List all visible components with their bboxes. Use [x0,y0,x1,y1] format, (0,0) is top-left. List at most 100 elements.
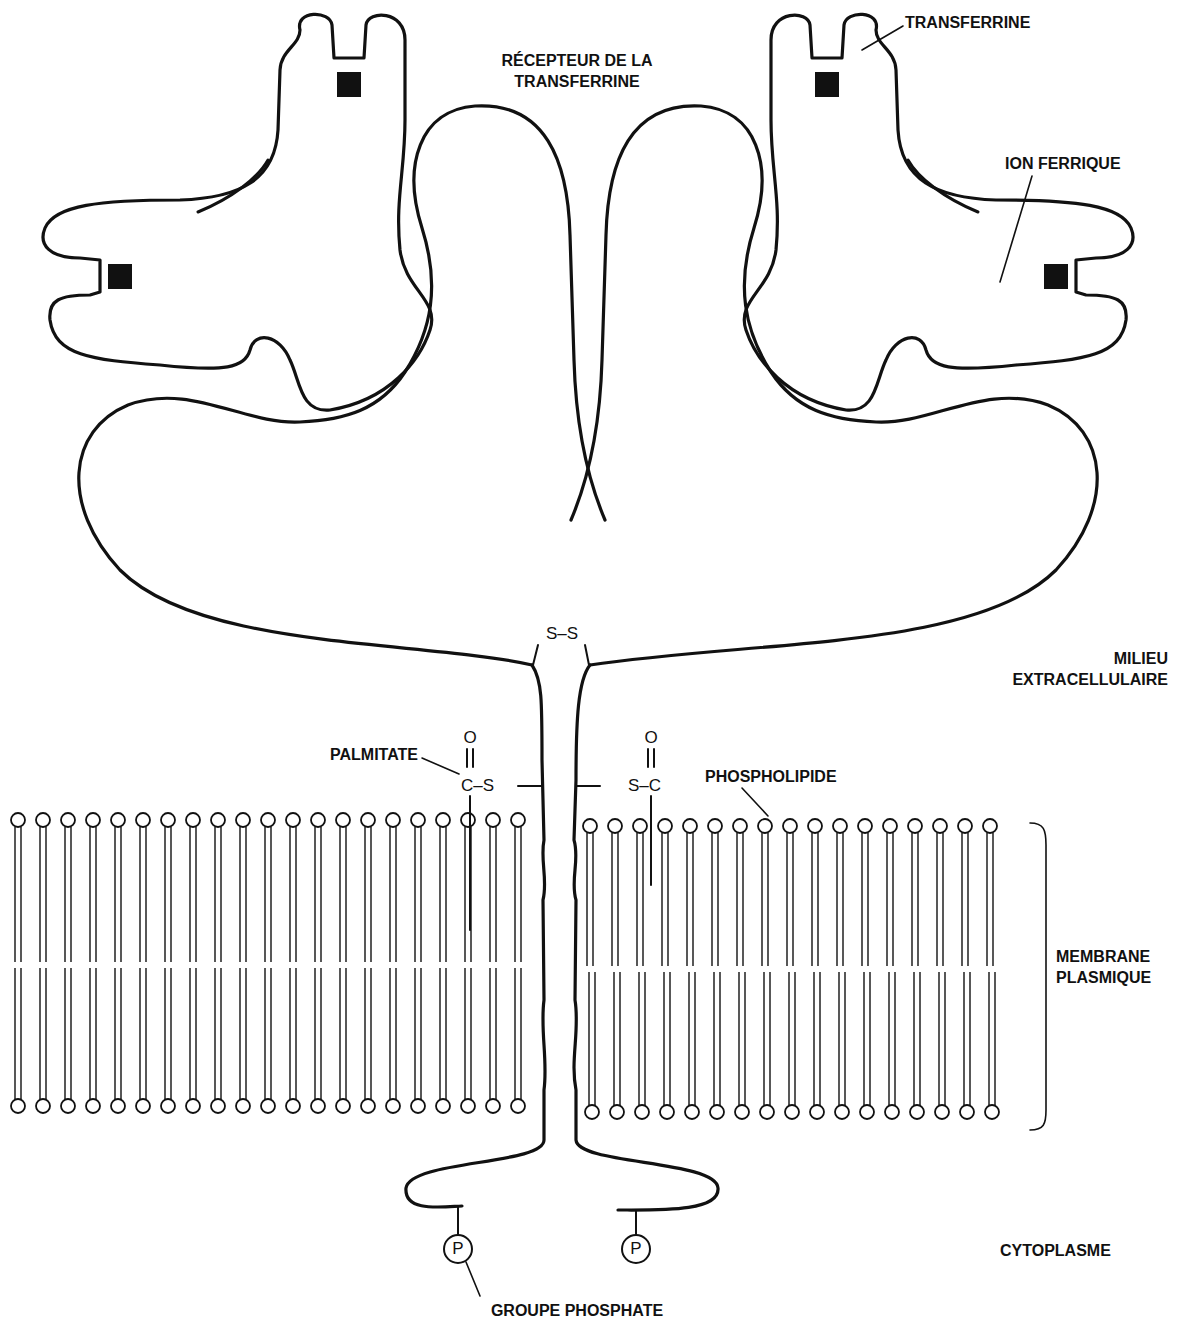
phospholipid-head [710,1105,724,1119]
phospholipid-head [111,813,125,827]
phospholipid-head [211,1099,225,1113]
phospholipid-tail [345,827,346,962]
phospholipid-tail [389,827,390,962]
phospholipid-head [361,1099,375,1113]
phospholipid-tail [936,833,937,966]
phospholipid-tail [713,972,714,1105]
phospholipid-tail [844,972,845,1105]
phospholipid-head [161,1099,175,1113]
phospholipid-tail [942,833,943,966]
phospholipid-tail [611,833,612,966]
phospholipid-head [486,813,500,827]
phospholipid-tail [414,968,415,1099]
phospholipid-tail [45,827,46,962]
phospholipid-tail [792,833,793,966]
phospholipid-head [808,819,822,833]
phospholipid-tail [961,833,962,966]
phospholipid-tail [586,833,587,966]
phospholipid-tail [170,968,171,1099]
phospholipid-tail [64,827,65,962]
phospholipid-tail [638,972,639,1105]
phospholipid-tail [886,833,887,966]
phospholipid-tail [994,972,995,1105]
phospholipid-tail [617,833,618,966]
phospholipid-tail [445,827,446,962]
phospholipid-tail [364,827,365,962]
phospholipid-head [286,813,300,827]
phospholipid-tail [439,968,440,1099]
phospholipid-head [633,819,647,833]
phospholipid-tail [164,968,165,1099]
receptor-chain [79,106,605,665]
phospholipid-head [608,819,622,833]
phospholipid-tail [489,827,490,962]
phospholipid-tail [289,968,290,1099]
phospholipid-tail [14,827,15,962]
phospholipid-head [860,1105,874,1119]
phospholipid-head [236,1099,250,1113]
phospholipid-tail [719,972,720,1105]
phospholipid-tail [992,833,993,966]
phospholipid-head [511,1099,525,1113]
phospholipid-tail [95,968,96,1099]
phospholipid-tail [395,827,396,962]
phospholipid-head [186,1099,200,1113]
ferric-ion [108,72,1068,289]
phospholipid-tail [811,833,812,966]
chemical-symbol: S–C [601,776,661,796]
receptor-stem [406,665,545,1207]
phospholipid-head [983,819,997,833]
phospholipid-head [585,1105,599,1119]
phospholipid-head [86,1099,100,1113]
phospholipid-head [933,819,947,833]
phospholipid-tail [195,968,196,1099]
phospholipid-tail [289,827,290,962]
phospholipid-head [658,819,672,833]
phospholipid-tail [195,827,196,962]
phospholipid-tail [314,827,315,962]
phospholipid-tail [339,827,340,962]
phospholipid-tail [170,827,171,962]
phospholipid-head [908,819,922,833]
phospholipid-tail [145,827,146,962]
phospholipid-head [461,1099,475,1113]
palmitate [467,749,654,930]
phospholipid-tail [917,833,918,966]
phospholipid-tail [669,972,670,1105]
phospholipid-tail [489,968,490,1099]
part-label: RÉCEPTEUR DE LA TRANSFERRINE [472,50,682,92]
phospholipid-tail [688,972,689,1105]
phospholipid-head [511,813,525,827]
phospholipid-tail [738,972,739,1105]
phospholipid-head [386,813,400,827]
part-label: TRANSFERRINE [905,12,1085,33]
phospholipid-head [136,813,150,827]
phospholipid-tail [613,972,614,1105]
phospholipid-tail [944,972,945,1105]
phospholipid-head [286,1099,300,1113]
phospholipid-tail [667,833,668,966]
phospholipid-tail [861,833,862,966]
phosphate-group [444,1207,650,1263]
phospholipid-tail [89,827,90,962]
phospholipid-tail [220,827,221,962]
part-label: PALMITATE [278,744,418,765]
phospholipid-tail [114,968,115,1099]
phospholipid-tail [370,968,371,1099]
phospholipid-tail [988,972,989,1105]
phospholipid-tail [963,972,964,1105]
phospholipid-tail [139,968,140,1099]
phospholipid-tail [189,968,190,1099]
phospholipid-tail [470,968,471,1099]
phospholipid-tail [164,827,165,962]
phospholipid-tail [239,968,240,1099]
phospholipid-tail [270,968,271,1099]
phospholipid-head [733,819,747,833]
phospholipid-tail [694,972,695,1105]
phospholipid-tail [838,972,839,1105]
phospholipid-tail [64,968,65,1099]
phospholipid-tail [39,968,40,1099]
phospholipid-tail [767,833,768,966]
phospholipid-head [985,1105,999,1119]
phospholipid-tail [661,833,662,966]
